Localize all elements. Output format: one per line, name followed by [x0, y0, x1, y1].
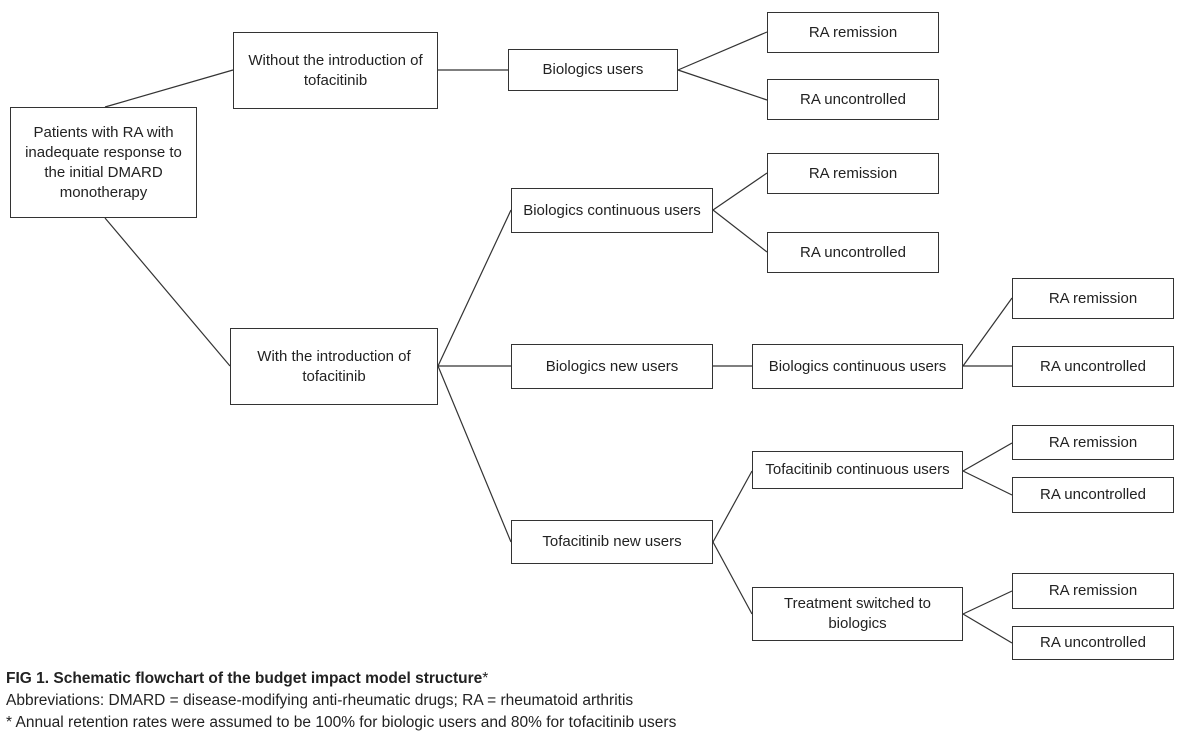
node-bio-users-ra-uncontrolled: RA uncontrolled: [767, 79, 939, 120]
node-tofacitinib-new-users: Tofacitinib new users: [511, 520, 713, 564]
node-biologics-new-users: Biologics new users: [511, 344, 713, 389]
figure-caption: FIG 1. Schematic flowchart of the budget…: [6, 668, 1176, 734]
node-biologics-continuous-users: Biologics continuous users: [511, 188, 713, 233]
node-treatment-switched: Treatment switched to biologics: [752, 587, 963, 641]
edge-tofa-new-tofa-cont: [712, 470, 753, 543]
edge-switched-remission: [962, 590, 1013, 615]
edge-bio-cont-uncontrolled: [712, 209, 768, 253]
edge-with-tofa-new: [437, 365, 512, 543]
node-without-tofacitinib: Without the introduction of tofacitinib: [233, 32, 438, 109]
node-patients-root: Patients with RA with inadequate respons…: [10, 107, 197, 218]
caption-footnote: * Annual retention rates were assumed to…: [6, 714, 677, 731]
node-bio-users-ra-remission: RA remission: [767, 12, 939, 53]
edge-bio-new-cont-remission: [962, 297, 1013, 367]
edge-root-without: [104, 69, 234, 108]
node-tofa-cont-ra-remission: RA remission: [1012, 425, 1174, 460]
node-tofacitinib-continuous-users: Tofacitinib continuous users: [752, 451, 963, 489]
caption-title-line: FIG 1. Schematic flowchart of the budget…: [6, 668, 1176, 690]
node-bio-cont-ra-remission: RA remission: [767, 153, 939, 194]
edge-tofa-cont-uncontrolled: [962, 470, 1013, 496]
caption-title-asterisk: *: [482, 670, 489, 687]
caption-title: FIG 1. Schematic flowchart of the budget…: [6, 670, 483, 687]
node-bio-new-continuous-users: Biologics continuous users: [752, 344, 963, 389]
node-switched-ra-uncontrolled: RA uncontrolled: [1012, 626, 1174, 660]
edge-switched-uncontrolled: [962, 613, 1013, 644]
caption-abbreviations: Abbreviations: DMARD = disease-modifying…: [6, 692, 634, 709]
node-switched-ra-remission: RA remission: [1012, 573, 1174, 609]
node-tofa-cont-ra-uncontrolled: RA uncontrolled: [1012, 477, 1174, 513]
edge-tofa-cont-remission: [962, 442, 1013, 472]
node-with-tofacitinib: With the introduction of tofacitinib: [230, 328, 438, 405]
edge-root-with: [104, 217, 231, 367]
edge-with-bio-cont: [437, 209, 512, 367]
flowchart-connectors: [104, 31, 1013, 644]
node-bio-cont-ra-uncontrolled: RA uncontrolled: [767, 232, 939, 273]
node-bio-new-ra-remission: RA remission: [1012, 278, 1174, 319]
edge-bio-users-uncontrolled: [677, 69, 768, 101]
edge-bio-users-remission: [677, 31, 768, 71]
edge-bio-cont-remission: [712, 172, 768, 211]
edge-tofa-new-switched: [712, 541, 753, 615]
node-biologics-users: Biologics users: [508, 49, 678, 91]
node-bio-new-ra-uncontrolled: RA uncontrolled: [1012, 346, 1174, 387]
